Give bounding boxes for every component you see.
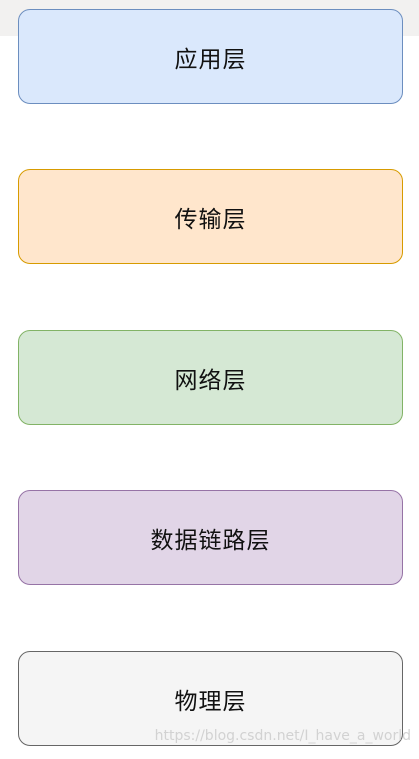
application-layer-box: 应用层 xyxy=(18,9,403,104)
watermark-text: https://blog.csdn.net/I_have_a_world xyxy=(154,728,411,744)
data-link-layer-box: 数据链路层 xyxy=(18,490,403,585)
data-link-layer-label: 数据链路层 xyxy=(150,527,271,554)
transport-layer-box: 传输层 xyxy=(18,169,403,264)
network-layer-label: 网络层 xyxy=(174,367,247,394)
network-layer-box: 网络层 xyxy=(18,330,403,425)
physical-layer-label: 物理层 xyxy=(174,688,247,715)
transport-layer-label: 传输层 xyxy=(174,206,247,233)
application-layer-label: 应用层 xyxy=(174,46,247,73)
physical-layer-box: 物理层 xyxy=(18,651,403,746)
